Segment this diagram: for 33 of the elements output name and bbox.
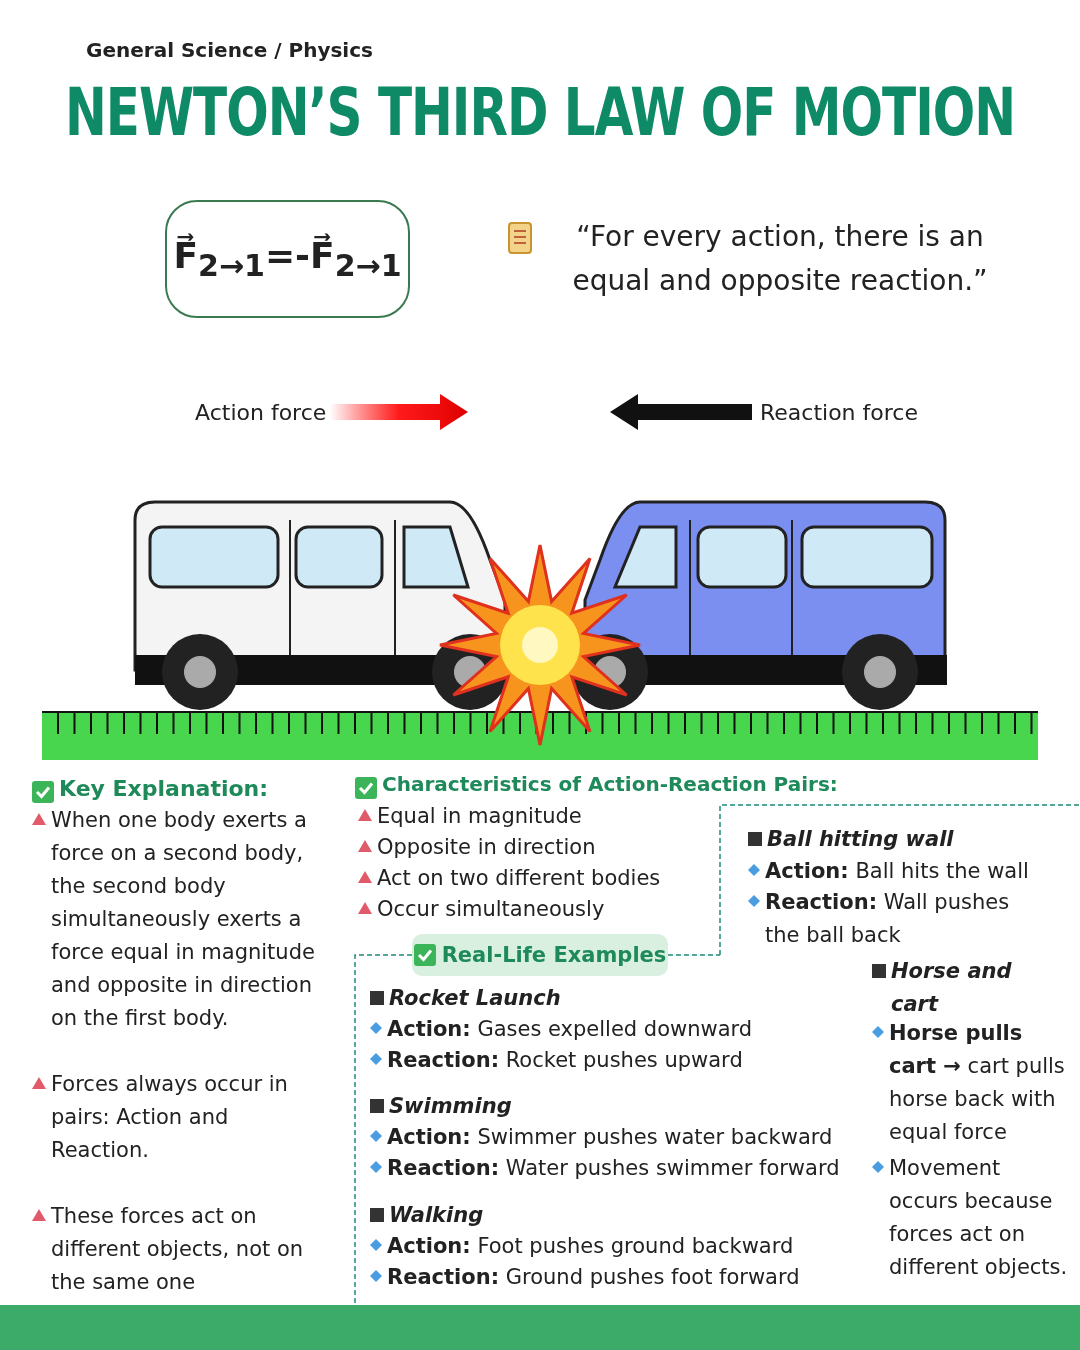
- explanation-text: These forces act on different objects, not on the same one: [51, 1203, 305, 1296]
- example-text: Action: Gases expelled downward: [387, 1016, 754, 1043]
- section-heading: Characteristics of Action-Reaction Pairs:: [382, 771, 839, 798]
- formula-box: [165, 200, 410, 318]
- example-text: Reaction: Ground pushes foot forward: [387, 1264, 801, 1291]
- example-heading: Rocket Launch: [389, 985, 562, 1012]
- example-text: Reaction: Wall pushes the ball back: [765, 889, 1011, 949]
- example-text: Reaction: Rocket pushes upward: [387, 1047, 744, 1074]
- force-label: Reaction force: [760, 399, 919, 427]
- example-text: Action: Swimmer pushes water backward: [387, 1124, 834, 1151]
- formula-text: F⃗$_{2→1}$=-F⃗$_{2→1}$: [173, 234, 402, 284]
- quote-text: “For every action, there is an equal and opposite reaction.”: [571, 219, 989, 299]
- subject-heading: General Science / Physics: [86, 37, 374, 64]
- example-text: Action: Ball hits the wall: [765, 858, 1030, 885]
- example-text: Reaction: Water pushes swimmer forward: [387, 1155, 841, 1182]
- example-text: Horse pulls cart → cart pulls horse back with equal force: [889, 1020, 1066, 1146]
- example-text: Movement occurs because forces act on different objects.: [889, 1155, 1069, 1281]
- section-heading: Key Explanation:: [59, 775, 270, 803]
- example-heading: Horse and cart: [891, 958, 1013, 1018]
- force-label: Action force: [195, 399, 328, 427]
- list-item: Equal in magnitude: [377, 803, 583, 830]
- example-text: Action: Foot pushes ground backward: [387, 1233, 795, 1260]
- list-item: Act on two different bodies: [377, 865, 662, 892]
- section-tag: [412, 934, 668, 976]
- explanation-text: When one body exerts a force on a second body, the second body simultaneously exerts a force equal in magnitude and opposite in direction on the first body.: [51, 807, 316, 1032]
- tag-text: Real-Life Examples: [441, 943, 667, 967]
- explanation-text: Forces always occur in pairs: Action and Reaction.: [51, 1071, 289, 1164]
- list-item: Opposite in direction: [377, 834, 597, 861]
- list-item: Occur simultaneously: [377, 896, 606, 923]
- example-heading: Swimming: [389, 1093, 513, 1120]
- example-heading: Walking: [389, 1202, 485, 1229]
- example-heading: Ball hitting wall: [767, 826, 955, 853]
- page-title: NEWTON’S THIRD LAW OF MOTION: [63, 74, 1017, 153]
